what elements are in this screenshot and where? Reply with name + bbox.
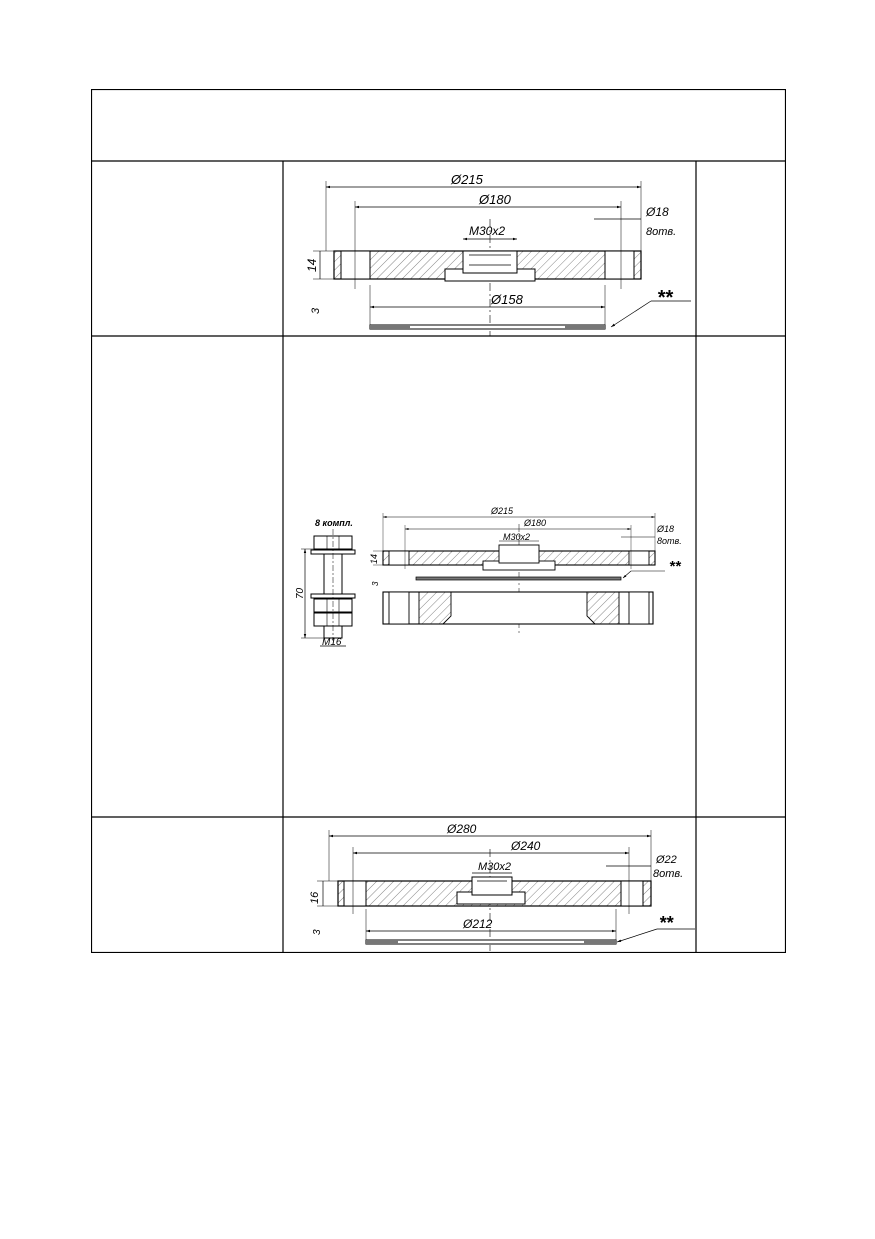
flange-drawing-3: Ø280 Ø240 Ø22 8отв. M30x2 Ø212 16 3 ** [309, 822, 695, 951]
thread-label: M30x2 [478, 861, 511, 873]
gasket-thickness-label: 3 [310, 307, 322, 314]
gasket-diameter-label: Ø158 [490, 292, 524, 307]
flange-drawing-1: Ø215 Ø180 Ø18 8отв. M30x2 Ø158 14 3 ** [305, 172, 691, 336]
mark-label: ** [669, 558, 682, 575]
outer-diameter-label: Ø215 [490, 506, 514, 516]
thickness-label: 14 [305, 258, 319, 272]
bolt-length-label: 70 [295, 587, 306, 599]
thread-label: M30x2 [503, 532, 530, 542]
flange-specification-table: Ø215 Ø180 Ø18 8отв. M30x2 Ø158 14 3 ** 8… [91, 89, 786, 953]
bolt-set-label: 8 компл. [315, 518, 353, 528]
hole-diameter-label: Ø18 [656, 524, 674, 534]
gasket-thickness-label: 3 [312, 929, 323, 935]
table-grid [91, 89, 786, 953]
mark-label: ** [659, 913, 674, 933]
flange-assembly-drawing: 8 компл. 70 M16 Ø215 Ø180 Ø18 8отв. M30x… [295, 506, 682, 648]
bolt-icon [310, 529, 356, 641]
outer-diameter-label: Ø280 [446, 822, 477, 836]
hole-diameter-label: Ø18 [645, 205, 669, 219]
hole-count-label: 8отв. [657, 536, 682, 546]
bolt-circle-label: Ø240 [510, 839, 541, 853]
thread-label: M30x2 [469, 224, 505, 238]
thickness-label: 14 [369, 554, 379, 564]
hole-diameter-label: Ø22 [655, 854, 677, 866]
hole-count-label: 8отв. [653, 868, 683, 880]
thickness-label: 16 [309, 891, 321, 904]
bolt-circle-label: Ø180 [478, 192, 512, 207]
bolt-circle-label: Ø180 [523, 518, 546, 528]
mark-label: ** [657, 287, 674, 309]
outer-diameter-label: Ø215 [450, 172, 484, 187]
gasket-diameter-label: Ø212 [462, 917, 493, 931]
bolt-thread-label: M16 [322, 637, 342, 648]
gasket-thickness-label: 3 [371, 581, 380, 586]
hole-count-label: 8отв. [646, 226, 676, 238]
